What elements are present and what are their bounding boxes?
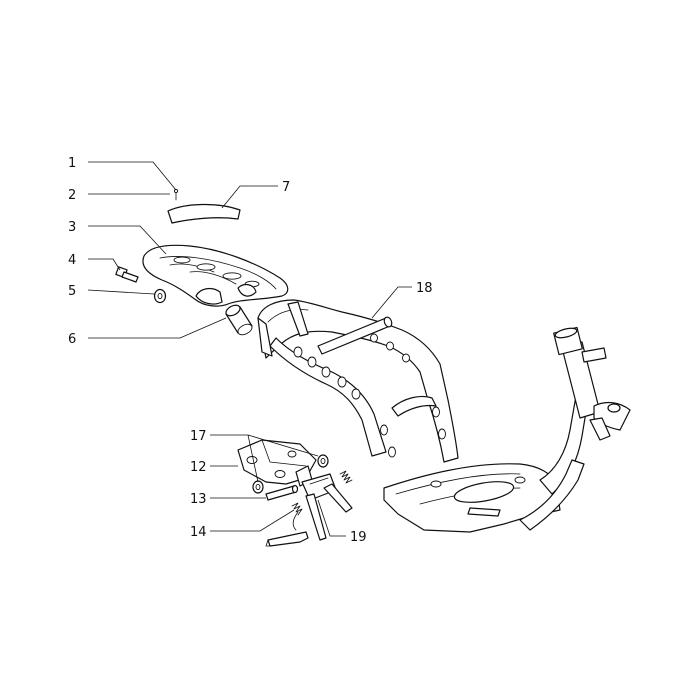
leader-4: [88, 258, 121, 271]
callout-19: 19: [350, 530, 367, 545]
part-7-rack-cover: [167, 203, 241, 224]
callout-14: 14: [190, 525, 207, 540]
callout-3: 3: [68, 220, 76, 235]
callout-18: 18: [416, 281, 433, 296]
leader-lines: [87, 161, 412, 537]
leader-3: [88, 225, 167, 255]
part-14-stand-spring: [292, 511, 299, 531]
leader-19: [317, 499, 346, 537]
callout-labels: 1 2 3 4 5 6 7 12 13 14 17 18 19: [68, 156, 433, 545]
callout-7: 7: [282, 180, 290, 195]
leader-1: [88, 161, 177, 191]
callout-5: 5: [68, 284, 76, 299]
leader-18: [371, 286, 412, 319]
part-13-pivot-pin: [265, 484, 299, 501]
leader-5: [87, 289, 155, 295]
leader-17b: [247, 434, 319, 457]
callout-17: 17: [190, 429, 207, 444]
callout-12: 12: [190, 460, 207, 475]
callout-13: 13: [190, 492, 207, 507]
callout-6: 6: [68, 332, 76, 347]
part-4-bolt: [115, 266, 139, 283]
part-1-screw: [173, 188, 179, 201]
part-12-stand-bracket: [237, 439, 317, 487]
part-5-washer: [153, 288, 167, 304]
part-18-frame: [257, 299, 631, 533]
callout-2: 2: [68, 188, 76, 203]
part-3-rear-rack: [142, 244, 289, 307]
leader-7: [221, 185, 278, 209]
part-17-bushes: [252, 454, 329, 494]
leader-14: [210, 509, 295, 532]
part-6-spacer: [225, 304, 253, 336]
callout-1: 1: [68, 156, 76, 171]
leader-6: [88, 317, 227, 339]
part-19-centre-stand: [265, 470, 353, 547]
callout-4: 4: [68, 253, 76, 268]
